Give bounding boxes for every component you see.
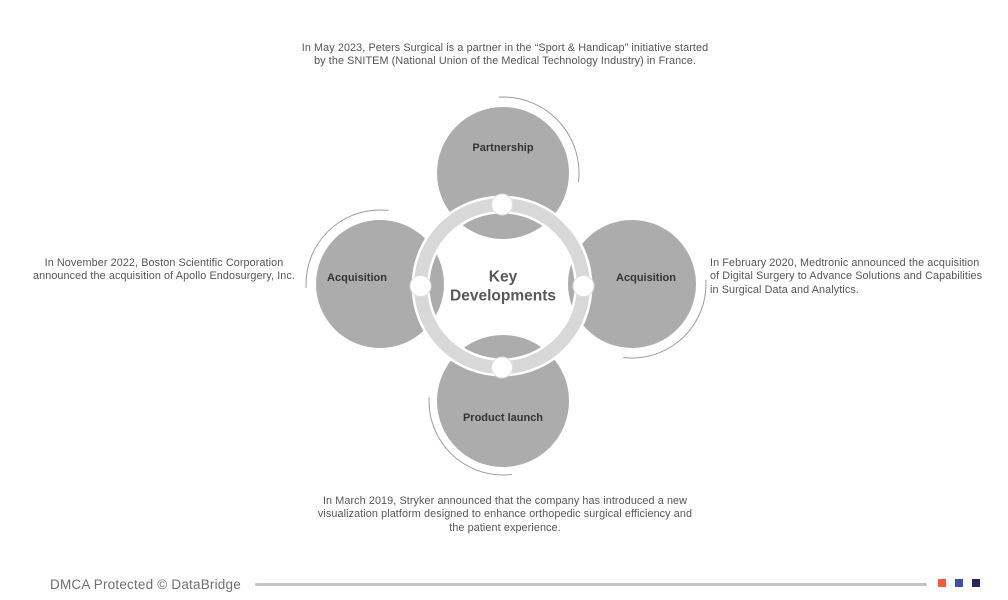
annotation-line: In May 2023, Peters Surgical is a partne… [301,42,709,54]
label-product-launch: Product launch [462,412,544,424]
annotation-line: visualization platform designed to enhan… [317,508,693,521]
label-acquisition-left: Acquisition [327,272,387,284]
annotation-line: In March 2019, Stryker announced that th… [322,495,688,507]
dmca-protection-notice: DMCA Protected © DataBridge [50,577,241,592]
annotation-line: by the SNITEM (National Union of the Med… [314,55,696,68]
annotation-line: In February 2020, Medtronic announced th… [710,257,980,269]
annotation-line: in Surgical Data and Analytics. [710,283,859,296]
center-title: Key Developments [450,269,556,306]
decorative-arc-right [557,209,707,359]
annotation-line: In November 2022, Boston Scientific Corp… [44,257,284,269]
decorative-arc-top [426,96,580,250]
annotation-acquisition-left: In November 2022, Boston Scientific Corp… [18,257,310,284]
center-title-line2: Developments [450,287,556,304]
node-right [572,275,595,297]
decorative-arc-bottom [428,326,578,476]
annotation-product-launch: In March 2019, Stryker announced that th… [253,495,757,535]
label-acquisition-right: Acquisition [616,272,676,284]
annotation-acquisition-right: In February 2020, Medtronic announced th… [710,257,1000,297]
node-bottom [491,356,513,379]
brand-square-blue [955,579,963,587]
circle-acquisition-left [316,220,444,348]
decorative-arc-left [305,209,455,359]
footer-divider [255,583,927,586]
annotation-line: of Digital Surgery to Advance Solutions … [710,270,983,283]
brand-square-navy [972,579,980,587]
annotation-line: announced the acquisition of Apollo Endo… [33,270,295,283]
brand-square-orange [938,579,946,587]
annotation-partnership: In May 2023, Peters Surgical is a partne… [253,42,757,69]
center-title-line1: Key [488,268,518,286]
annotation-line: the patient experience. [449,521,561,534]
brand-mark-squares [938,579,980,587]
circle-acquisition-right [568,220,696,348]
node-top [491,193,513,216]
node-left [409,275,432,297]
label-partnership: Partnership [472,142,534,154]
